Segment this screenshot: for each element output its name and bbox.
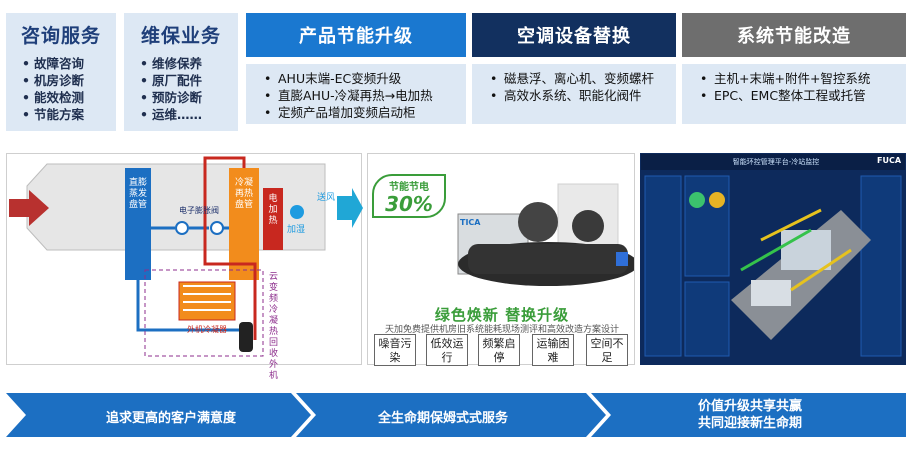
tag-low-efficiency: 低效运行: [426, 334, 468, 366]
schematic-diagram: [9, 156, 363, 357]
slogan: 绿色焕新 替换升级: [434, 306, 570, 324]
banner-system-retrofit: 系统节能改造: [682, 13, 906, 57]
subtitle: 天加免费提供机房旧系统能耗现场测评和高效改造方案设计: [384, 325, 619, 335]
monitor-panel: 智能环控管理平台-冷站监控 FUCA: [640, 153, 906, 365]
compressor-icon: [239, 322, 253, 352]
heater-block: [263, 188, 283, 250]
arrow-step-3: [591, 393, 906, 437]
inlet-arrow-icon: [9, 190, 49, 226]
maintenance-title: 维保业务: [140, 24, 221, 47]
process-arrow-bar: [6, 393, 906, 437]
humidify-label: 加湿: [287, 225, 306, 235]
brand-label: TICA: [460, 218, 481, 227]
maintenance-column: 维保业务 维修保养 原厂配件 预防诊断 运维……: [124, 13, 238, 131]
step-3-text: 价值升级共享共赢 共同迎接新生命期: [697, 399, 802, 431]
arrow-step-2: [296, 393, 606, 437]
equipment-replace-item: 磁悬浮、离心机、变频螺杆: [490, 70, 676, 87]
tag-space: 空间不足: [586, 334, 628, 366]
outdoor-coil-label: 外机冷凝器: [187, 325, 227, 334]
system-retrofit-item: 主机+末端+附件+智控系统: [700, 70, 906, 87]
product-panel: 节能节电 30% TICA 绿色焕新 替换升级 天加免费提供机房旧系统能耗现场测…: [367, 153, 635, 366]
humidify-icon: [290, 205, 304, 219]
badge-top-text: 节能节电: [389, 182, 429, 193]
consulting-item: 机房诊断: [22, 72, 116, 89]
tag-frequent-start: 频繁启停: [478, 334, 520, 366]
consulting-item: 故障咨询: [22, 55, 116, 72]
arrow-step-1: [6, 393, 311, 437]
valve-icon: [175, 221, 189, 235]
banner-product-upgrade: 产品节能升级: [246, 13, 466, 57]
product-upgrade-item: 直膨AHU-冷凝再热→电加热: [264, 87, 466, 104]
monitor-titlebar: [641, 154, 905, 170]
monitor-dashboard: [644, 175, 902, 357]
consulting-item: 能效检测: [22, 89, 116, 106]
product-upgrade-list: AHU末端-EC变频升级 直膨AHU-冷凝再热→电加热 定频产品增加变频启动柜: [246, 64, 466, 124]
chiller-image: [457, 183, 634, 286]
equipment-replace-item: 高效水系统、职能化阀件: [490, 87, 676, 104]
monitor-brand: FUCA: [877, 156, 902, 165]
maintenance-item: 运维……: [140, 106, 238, 123]
product-upgrade-item: 定频产品增加变频启动柜: [264, 104, 466, 121]
tag-noise: 噪音污染: [374, 334, 416, 366]
maintenance-item: 维修保养: [140, 55, 238, 72]
maintenance-item: 原厂配件: [140, 72, 238, 89]
system-retrofit-list: 主机+末端+附件+智控系统 EPC、EMC整体工程或托管: [682, 64, 906, 124]
consulting-title: 咨询服务: [20, 24, 101, 47]
consulting-item: 节能方案: [22, 106, 116, 123]
monitor-title: 智能环控管理平台-冷站监控: [732, 158, 820, 166]
product-upgrade-item: AHU末端-EC变频升级: [264, 70, 466, 87]
outdoor-unit-label: 云变频冷凝热回收外机: [269, 272, 279, 381]
heater-label: 电加热: [268, 194, 278, 226]
supply-arrow-icon: [337, 188, 363, 228]
supply-label: 送风: [317, 193, 336, 203]
energy-badge: 节能节电 30%: [372, 174, 446, 218]
evaporator-coil: [125, 168, 151, 280]
badge-percent: 30%: [385, 192, 433, 216]
valve-label: 电子膨胀阀: [179, 206, 219, 215]
step-2-text: 全生命期保姆式式服务: [378, 411, 509, 426]
equipment-replace-list: 磁悬浮、离心机、变频螺杆 高效水系统、职能化阀件: [472, 64, 676, 124]
evaporator-label: 直膨蒸发盘管: [128, 178, 147, 210]
maintenance-item: 预防诊断: [140, 89, 238, 106]
schematic-panel: 直膨蒸发盘管 冷凝再热盘管 电加热 加湿 送风 电子膨胀阀 外机冷凝器 云变频冷…: [6, 153, 363, 381]
outdoor-unit-box: [144, 269, 264, 357]
valve-icon: [210, 221, 224, 235]
condenser-label: 冷凝再热盘管: [234, 178, 253, 210]
condenser-coil: [229, 168, 259, 280]
step-1-text: 追求更高的客户满意度: [106, 411, 237, 426]
tag-transport: 运输困难: [532, 334, 574, 366]
consulting-column: 咨询服务 故障咨询 机房诊断 能效检测 节能方案: [6, 13, 116, 131]
system-retrofit-item: EPC、EMC整体工程或托管: [700, 87, 906, 104]
banner-equipment-replace: 空调设备替换: [472, 13, 676, 57]
